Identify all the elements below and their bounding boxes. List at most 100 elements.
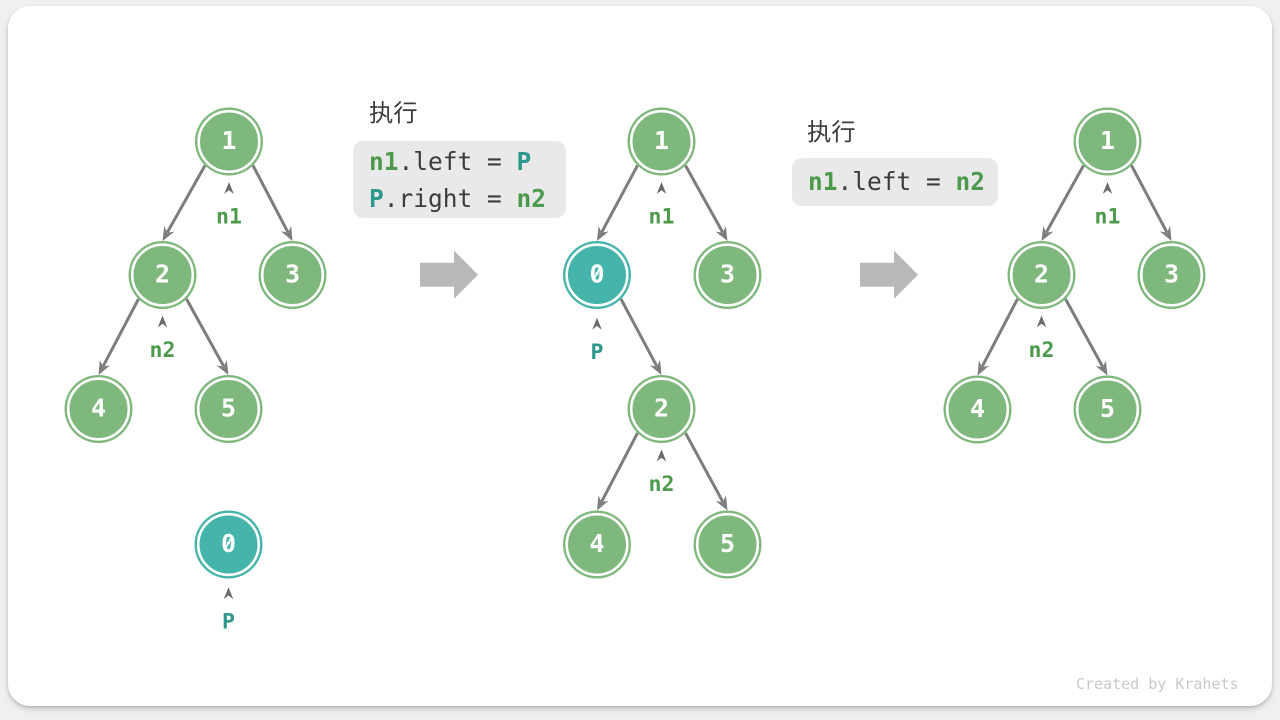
tree-node-3: 3 — [1137, 241, 1206, 309]
node-circle — [627, 107, 696, 176]
tree-edge — [185, 298, 225, 367]
tree-edge — [619, 298, 659, 367]
pointer-arrow-icon — [1036, 315, 1047, 328]
tree-edge — [101, 298, 140, 367]
node-inner-ring — [629, 109, 694, 174]
node-value: 2 — [1034, 259, 1049, 288]
node-inner-ring — [130, 243, 195, 307]
tree-edge — [684, 164, 724, 233]
node-value: 4 — [589, 529, 604, 558]
pointer-label-n2: n2 — [649, 472, 675, 497]
zero-slash — [224, 535, 233, 550]
tree-node-1: 1 — [195, 107, 263, 176]
tree-removed-edges — [977, 164, 1172, 376]
exec-title — [807, 120, 858, 152]
node-inner-ring — [1139, 243, 1204, 307]
node-value: 3 — [1164, 259, 1179, 288]
code-line: P.right = n2 — [369, 187, 546, 212]
code-token: .right = — [383, 184, 517, 214]
node-circle — [128, 241, 197, 309]
pointer-label-n2: n2 — [150, 338, 176, 363]
node-inner-ring — [1009, 243, 1074, 307]
node-value: 1 — [1100, 126, 1115, 155]
tree-node-5: 5 — [1073, 375, 1142, 444]
code-box — [353, 141, 566, 218]
tree-edge — [684, 432, 725, 503]
tree-node-1: 1 — [1073, 107, 1142, 176]
tree-edge — [600, 432, 639, 503]
tree-node-2: 2 — [627, 375, 696, 443]
tree-initial-edges — [98, 164, 293, 375]
tree-edge — [1064, 298, 1105, 368]
node-inner-ring — [260, 243, 325, 307]
node-circle — [1073, 375, 1142, 444]
edge-arrowhead — [1159, 225, 1172, 241]
nodes-layer: 12345010324512345 — [64, 107, 1206, 579]
exec-title — [369, 101, 420, 133]
tree-node-0: 0 — [194, 510, 263, 579]
node-value: 5 — [1100, 394, 1115, 423]
code-token: n2 — [516, 184, 547, 214]
pointer-arrow-icon — [656, 182, 667, 194]
pointer-label-n1: n1 — [649, 205, 675, 230]
tree-edge — [1045, 164, 1085, 233]
node-value: 2 — [155, 259, 170, 288]
node-circle — [693, 241, 762, 309]
node-inner-ring — [197, 109, 261, 174]
edge-arrowhead — [1041, 225, 1054, 241]
tree-node-0: 0 — [563, 241, 631, 309]
code-token: P — [516, 147, 532, 177]
node-circle — [1007, 241, 1076, 309]
node-inner-ring — [565, 243, 629, 307]
tree-node-2: 2 — [128, 241, 197, 309]
watermark: Created by Krahets — [1076, 675, 1239, 693]
tree-removed-nodes: 1 2 3 4 5 — [943, 107, 1206, 444]
edge-arrowhead — [280, 225, 293, 241]
edge-arrowhead — [715, 225, 728, 241]
cjk-char — [393, 101, 417, 124]
tree-initial-nodes: 123450 — [64, 107, 327, 579]
pointer-arrow-icon — [592, 317, 602, 330]
code-box — [792, 158, 998, 206]
node-value: 4 — [970, 394, 985, 423]
pointer-arrow-icon — [223, 587, 234, 600]
node-value: 3 — [285, 259, 300, 288]
tree-node-3: 3 — [693, 241, 762, 309]
tree-inserted-edges — [597, 164, 728, 511]
node-circle — [563, 510, 631, 579]
node-circle — [693, 510, 762, 579]
tree-node-3: 3 — [258, 241, 327, 309]
tree-node-4: 4 — [64, 375, 133, 443]
node-value: 2 — [654, 393, 669, 422]
tree-node-5: 5 — [693, 510, 762, 579]
pointer-arrow-icon — [224, 182, 234, 194]
pointer-label-P: P — [591, 340, 604, 365]
transition-arrow-icon — [860, 250, 918, 300]
cjk-char — [369, 101, 393, 124]
node-inner-ring — [1075, 377, 1140, 442]
pointer-arrow-icon — [656, 449, 667, 462]
code-token: n1 — [808, 167, 838, 197]
node-circle — [1073, 107, 1142, 176]
cjk-char — [831, 120, 855, 143]
node-inner-ring — [695, 512, 760, 577]
tree-edge — [251, 164, 290, 233]
cjk-char — [807, 120, 831, 143]
code-line: n1.left = n2 — [808, 170, 985, 195]
zero-slash — [592, 266, 602, 281]
node-inner-ring — [945, 377, 1010, 442]
code-token: n2 — [955, 167, 986, 197]
edge-arrowhead — [597, 495, 609, 511]
exec-title-glyphs — [369, 101, 417, 124]
pointer-label-P: P — [222, 610, 235, 635]
node-circle — [194, 375, 263, 443]
tree-edge — [600, 164, 639, 233]
transition-arrow-icon — [420, 250, 478, 300]
node-inner-ring — [629, 377, 694, 441]
node-inner-ring — [695, 243, 760, 307]
